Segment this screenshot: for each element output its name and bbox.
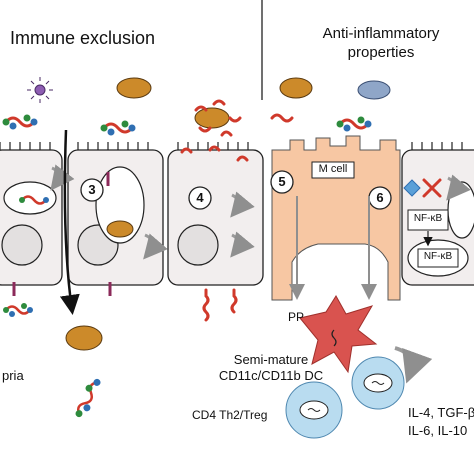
anti-inflammatory-title-line2: properties <box>347 44 415 61</box>
anti-inflammatory-title: Anti-inflammatory properties <box>306 24 456 62</box>
dendritic-cell-label-line1: Semi-mature <box>233 352 309 367</box>
epithelial-cell-1 <box>0 149 63 286</box>
immune-exclusion-title: Immune exclusion <box>10 28 156 48</box>
inhibition-cross-icon <box>422 178 442 198</box>
m-cell-label-box <box>311 161 355 179</box>
nfkb-cytoplasm-box <box>407 209 449 231</box>
bacterium <box>279 77 313 99</box>
step-label-6: 6 <box>376 190 384 205</box>
m-cell-label: M cell <box>318 163 348 175</box>
step-circle-5 <box>270 170 294 194</box>
m-cell-transport-arrows <box>289 196 377 300</box>
peyers-patch-label: PP <box>288 310 305 324</box>
receptor-diamond-icon <box>403 179 421 197</box>
dendritic-cell <box>299 295 378 374</box>
nfkb-nucleus-box <box>417 248 459 268</box>
dendritic-cell-label: Semi-mature CD11c/CD11b DC <box>196 352 346 384</box>
step-circle-4 <box>188 186 212 210</box>
bacterium <box>116 77 152 99</box>
dc-nucleus-squiggle <box>331 329 337 347</box>
lamina-propria-label: pria <box>2 368 24 383</box>
gray-curved-arrows <box>50 164 471 384</box>
step-circle-3 <box>80 178 104 202</box>
vesicle-cell-6 <box>447 181 474 239</box>
siga-molecules <box>2 114 372 418</box>
nfkb-cytoplasm-label: NF-κB <box>413 213 443 224</box>
t-cells <box>285 356 405 439</box>
step-label-5: 5 <box>278 174 286 189</box>
step-label-3: 3 <box>88 182 96 197</box>
spiky-microbe <box>27 77 53 103</box>
nfkb-nucleus-label: NF-κB <box>423 251 453 262</box>
epithelium <box>0 142 474 286</box>
cytokines-label-line1: IL-4, TGF-β, <box>408 405 474 420</box>
dendritic-cell-label-line2: CD11c/CD11b DC <box>218 368 324 383</box>
microvilli <box>0 142 463 150</box>
anti-inflammatory-title-line1: Anti-inflammatory <box>322 25 440 42</box>
t-cell-label: CD4 Th2/Treg <box>192 408 268 422</box>
nucleus <box>177 224 219 266</box>
mucin-strands <box>180 99 294 322</box>
bacterium <box>65 325 103 351</box>
blue-commensal <box>357 80 391 100</box>
step-label-4: 4 <box>196 190 204 205</box>
cytokines-label: IL-4, TGF-β, IL-6, IL-10 <box>408 404 474 440</box>
pigr-stems <box>12 172 112 296</box>
bacterium <box>194 107 230 129</box>
bacteria <box>65 77 313 351</box>
cytokines-label-line2: IL-6, IL-10 <box>408 423 468 438</box>
bacterium <box>106 220 134 238</box>
epithelial-cell-4 <box>167 149 264 286</box>
exclusion-arrow <box>59 129 80 315</box>
nucleus <box>1 224 43 266</box>
m-cell <box>271 135 401 301</box>
